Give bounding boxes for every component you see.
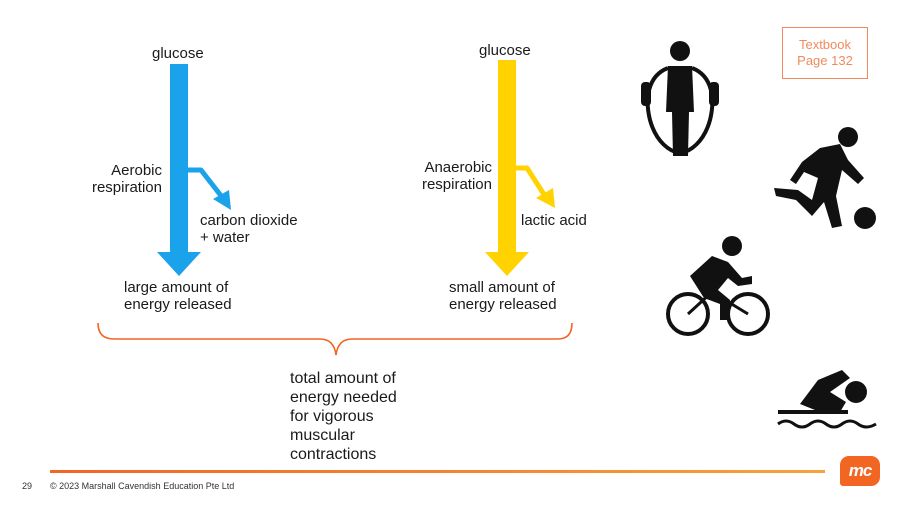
anaerobic-output-label: small amount of energy released: [449, 279, 557, 313]
anaerobic-process-line: respiration: [421, 176, 492, 193]
combined-energy-line: for vigorous: [290, 408, 374, 425]
anaerobic-process-label: Anaerobic respiration: [404, 159, 492, 193]
aerobic-byproduct-label: carbon dioxide + water: [200, 212, 298, 246]
combined-energy-label: total amount of energy needed for vigoro…: [290, 369, 397, 464]
copyright-text: © 2023 Marshall Cavendish Education Pte …: [50, 481, 235, 491]
skipping-rope-icon: [641, 41, 719, 156]
textbook-page-label: Page 132: [797, 53, 853, 68]
anaerobic-process-line: Anaerobic: [424, 159, 492, 176]
slide-page-number: 29: [22, 481, 33, 491]
aerobic-process-line: respiration: [91, 179, 162, 196]
anaerobic-output-line: small amount of: [449, 279, 555, 296]
mc-logo: mc: [840, 456, 880, 486]
anaerobic-input-label: glucose: [479, 42, 531, 59]
combining-brace: [97, 322, 573, 356]
footer-divider: [50, 470, 825, 473]
swimmer-icon: [777, 370, 877, 429]
combined-energy-line: contractions: [290, 446, 377, 463]
combined-energy-line: muscular: [290, 427, 355, 444]
aerobic-output-line: large amount of: [124, 279, 229, 296]
combined-energy-line: total amount of: [290, 370, 396, 387]
aerobic-branch-arrow: [188, 167, 231, 210]
textbook-reference-box: Textbook Page 132: [782, 27, 868, 79]
aerobic-byproduct-line: + water: [200, 229, 250, 246]
anaerobic-arrow: [485, 60, 529, 276]
anaerobic-byproduct-label: lactic acid: [521, 212, 587, 229]
aerobic-output-label: large amount of energy released: [124, 279, 232, 313]
aerobic-process-label: Aerobic respiration: [80, 162, 162, 196]
anaerobic-branch-arrow: [516, 165, 555, 208]
aerobic-arrow: [157, 64, 201, 276]
football-player-icon: [774, 127, 876, 229]
aerobic-output-line: energy released: [124, 296, 232, 313]
combined-energy-line: energy needed: [290, 389, 397, 406]
anaerobic-output-line: energy released: [449, 296, 557, 313]
mc-logo-text: mc: [848, 461, 873, 480]
aerobic-byproduct-line: carbon dioxide: [200, 212, 298, 229]
aerobic-process-line: Aerobic: [111, 162, 162, 179]
cyclist-icon: [666, 236, 770, 336]
aerobic-input-label: glucose: [152, 45, 204, 62]
textbook-label: Textbook: [798, 37, 852, 52]
